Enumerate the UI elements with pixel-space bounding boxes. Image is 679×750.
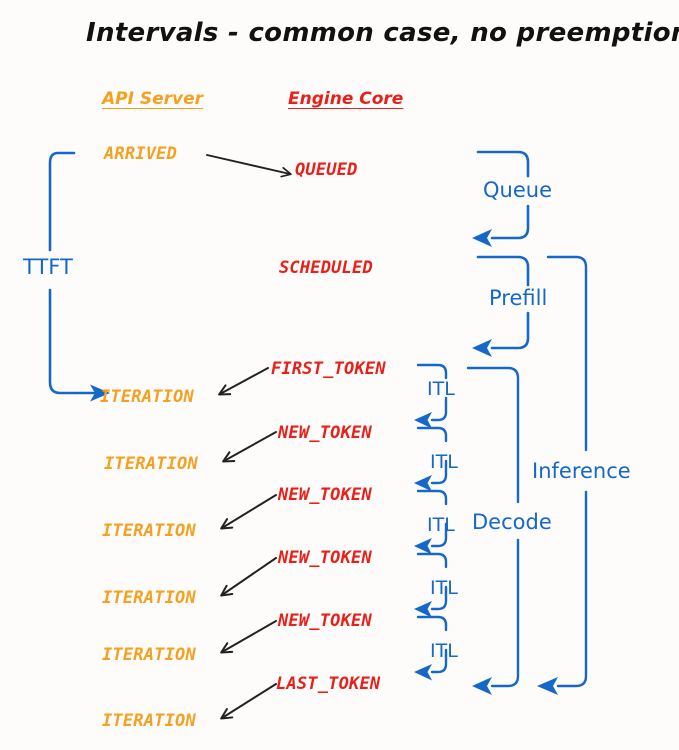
- interval-label-prefill: Prefill: [489, 286, 548, 310]
- bracket-itl-2: [414, 426, 448, 492]
- interval-label-decode: Decode: [472, 510, 552, 534]
- arrow-first-token-to-iteration: [218, 367, 269, 396]
- state-iteration-2: ITERATION: [104, 454, 198, 474]
- arrow-arrived-to-queued: [206, 154, 292, 178]
- bracket-itl-1: [414, 363, 448, 429]
- bracket-decode: [466, 366, 520, 695]
- bracket-itl-4: [414, 552, 448, 618]
- page-title: Intervals - common case, no preemptions: [86, 18, 679, 48]
- interval-label-itl-2: ITL: [430, 451, 458, 473]
- state-new-token-2: NEW_TOKEN: [278, 485, 372, 505]
- state-new-token-3: NEW_TOKEN: [278, 548, 372, 568]
- bracket-queue: [472, 150, 530, 247]
- state-new-token-4: NEW_TOKEN: [278, 611, 372, 631]
- arrow-last-token-to-iteration: [220, 683, 277, 720]
- state-first-token: FIRST_TOKEN: [271, 359, 386, 379]
- column-header-api-server: API Server: [102, 89, 204, 109]
- state-iteration-6: ITERATION: [102, 711, 196, 731]
- bracket-itl-3: [414, 489, 448, 555]
- state-iteration-4: ITERATION: [102, 588, 196, 608]
- arrow-new-token-to-iteration-4: [220, 620, 277, 654]
- interval-label-inference: Inference: [532, 459, 631, 483]
- state-new-token-1: NEW_TOKEN: [278, 423, 372, 443]
- bracket-itl-5: [414, 615, 448, 681]
- state-scheduled: SCHEDULED: [279, 258, 373, 278]
- column-header-engine-core: Engine Core: [288, 89, 404, 109]
- arrow-new-token-to-iteration-2: [220, 494, 277, 530]
- state-last-token: LAST_TOKEN: [276, 674, 381, 694]
- interval-label-itl-3: ITL: [427, 514, 455, 536]
- interval-label-ttft: TTFT: [23, 255, 73, 279]
- arrow-new-token-to-iteration-1: [222, 431, 277, 463]
- state-queued: QUEUED: [295, 160, 358, 180]
- bracket-inference: [537, 255, 588, 695]
- state-iteration-3: ITERATION: [102, 521, 196, 541]
- state-arrived: ARRIVED: [104, 144, 178, 164]
- interval-label-itl-1: ITL: [427, 378, 455, 400]
- state-iteration-1: ITERATION: [100, 387, 194, 407]
- bracket-ttft: [48, 151, 110, 402]
- interval-label-queue: Queue: [483, 178, 552, 202]
- interval-label-itl-4: ITL: [430, 577, 458, 599]
- arrow-new-token-to-iteration-3: [220, 557, 277, 597]
- interval-label-itl-5: ITL: [430, 640, 458, 662]
- bracket-prefill: [472, 255, 530, 357]
- state-iteration-5: ITERATION: [102, 645, 196, 665]
